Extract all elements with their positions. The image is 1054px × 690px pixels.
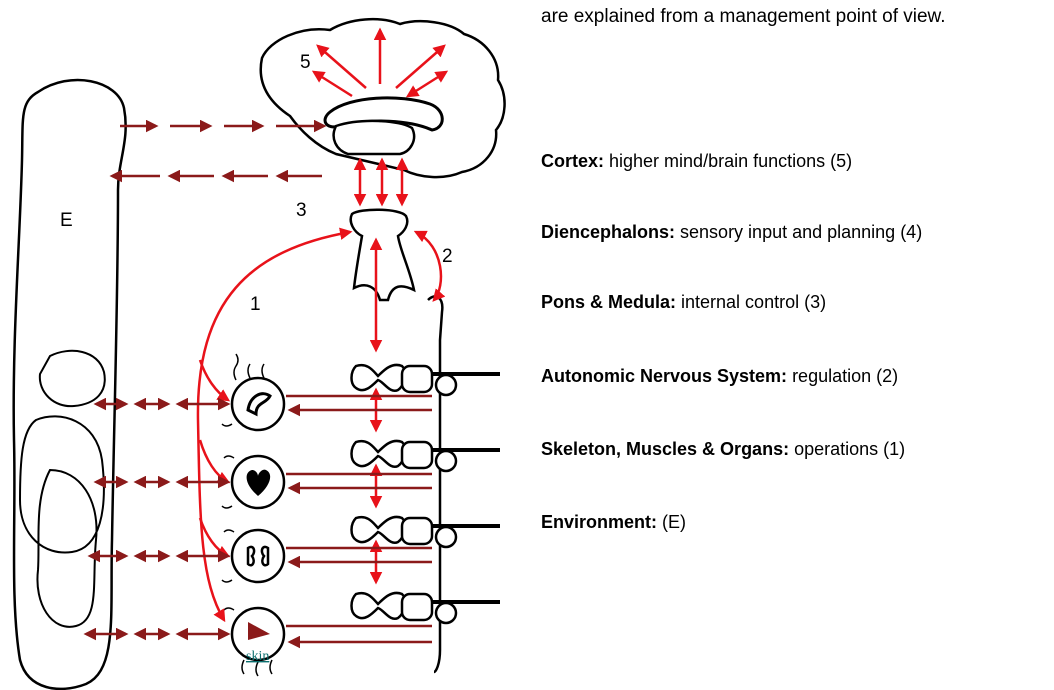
label-environment: E: [60, 210, 73, 231]
label-autonomic: 2: [442, 246, 453, 267]
label-organs: 1: [250, 294, 261, 315]
legend-term: Cortex:: [541, 151, 604, 171]
legend-term: Pons & Medula:: [541, 292, 676, 312]
skin-link[interactable]: skin: [246, 649, 269, 664]
legend-term: Skeleton, Muscles & Organs:: [541, 439, 789, 459]
diencephalon: [334, 121, 414, 154]
legend-desc: sensory input and planning (4): [675, 222, 922, 242]
legend-item-diencephalons: Diencephalons: sensory input and plannin…: [541, 222, 922, 243]
legend-item-pons-medula: Pons & Medula: internal control (3): [541, 292, 826, 313]
legend-term: Diencephalons:: [541, 222, 675, 242]
legend-term: Environment:: [541, 512, 657, 532]
nervous-system-diagram: 5 3 2 1 E skin: [0, 0, 520, 690]
legend-desc: operations (1): [789, 439, 905, 459]
legend-desc: internal control (3): [676, 292, 826, 312]
label-brainstem: 3: [296, 200, 307, 221]
organ-circles: [232, 378, 284, 660]
legend-item-environment: Environment: (E): [541, 512, 686, 533]
legend-desc: (E): [657, 512, 686, 532]
legend-item-cortex: Cortex: higher mind/brain functions (5): [541, 151, 852, 172]
label-cortex: 5: [300, 52, 311, 73]
intro-text: are explained from a management point of…: [541, 6, 946, 28]
environment-outline: [14, 80, 126, 689]
legend-desc: regulation (2): [787, 366, 898, 386]
kidney-organ: [232, 530, 284, 582]
environment-inner-shape: [20, 351, 105, 627]
muscle-organ: [232, 378, 284, 430]
legend-item-skeleton: Skeleton, Muscles & Organs: operations (…: [541, 439, 905, 460]
spinal-ganglia: [352, 365, 501, 623]
legend-desc: higher mind/brain functions (5): [604, 151, 852, 171]
legend-term: Autonomic Nervous System:: [541, 366, 787, 386]
legend-item-autonomic: Autonomic Nervous System: regulation (2): [541, 366, 898, 387]
brainstem: [351, 210, 414, 300]
